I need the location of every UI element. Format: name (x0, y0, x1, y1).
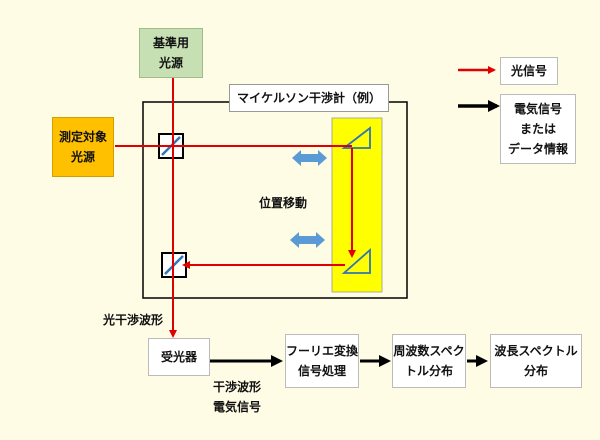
reference-source-box: 基準用 光源 (139, 28, 203, 78)
target-source-box: 測定対象 光源 (52, 117, 114, 177)
wavelength-spectrum-label: 波長スペクトル 分布 (494, 344, 578, 378)
frequency-spectrum-label: 周波数スペク トル分布 (393, 344, 465, 378)
detector-box: 受光器 (148, 338, 210, 376)
target-source-label: 測定対象 光源 (58, 130, 107, 164)
frequency-spectrum-box: 周波数スペク トル分布 (392, 334, 466, 388)
detector-label: 受光器 (160, 350, 197, 364)
legend-electrical-label: 電気信号 または データ情報 (507, 102, 568, 156)
legend-electrical-box: 電気信号 または データ情報 (500, 94, 576, 164)
mirror-top (341, 126, 371, 149)
reference-source-label: 基準用 光源 (152, 36, 189, 70)
fourier-label: フーリエ変換 信号処理 (286, 344, 359, 378)
interference-waveform-label: 光干渉波形 (103, 313, 164, 327)
legend-optical-box: 光信号 (500, 57, 558, 85)
interferometer-title: マイケルソン干渉計（例） (236, 91, 381, 105)
interferometer-title-box: マイケルソン干渉計（例） (229, 84, 389, 112)
mirror-bottom (341, 248, 371, 274)
fourier-box: フーリエ変換 信号処理 (285, 334, 359, 388)
wavelength-spectrum-box: 波長スペクトル 分布 (490, 334, 582, 388)
legend-optical-label: 光信号 (510, 64, 547, 78)
move-arrow-top (292, 150, 327, 166)
optical-paths (115, 78, 356, 338)
move-arrow-bottom (290, 232, 325, 248)
interference-electric-label: 干渉波形 電気信号 (213, 380, 262, 414)
position-move-label: 位置移動 (259, 196, 308, 210)
